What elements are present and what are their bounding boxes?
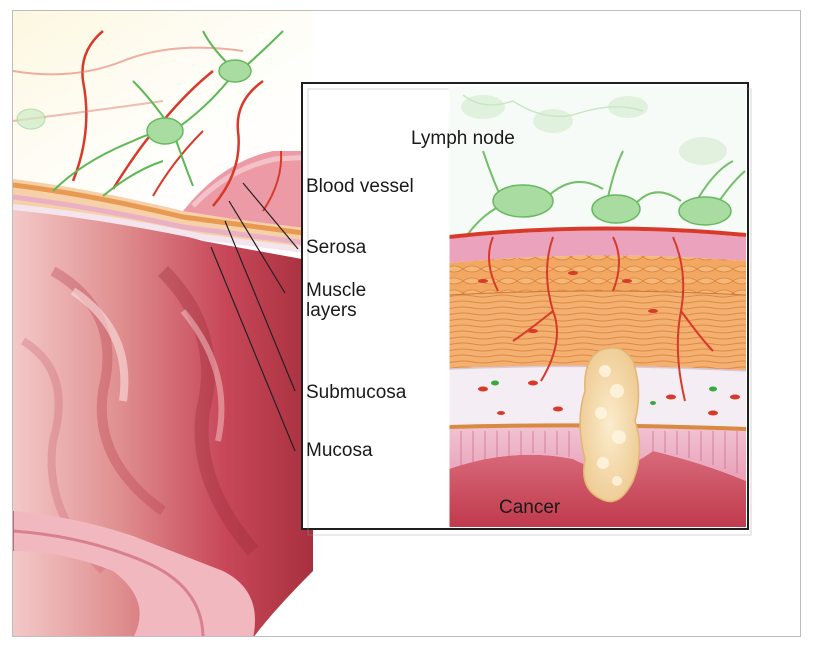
- label-mucosa-text: Mucosa: [306, 441, 373, 461]
- label-serosa-text: Serosa: [306, 238, 366, 258]
- label-blood-vessel: Blood vessel: [306, 177, 414, 197]
- label-cancer: Cancer: [499, 498, 560, 518]
- label-lymph-node: Lymph node: [411, 129, 515, 149]
- label-mucosa: Mucosa: [306, 441, 373, 461]
- colon-tube: [13, 151, 313, 637]
- label-muscle-line2: layers: [306, 301, 366, 321]
- label-muscle-layers: Muscle layers: [306, 281, 366, 321]
- label-lymph-node-text: Lymph node: [411, 129, 515, 149]
- label-cancer-text: Cancer: [499, 498, 560, 518]
- label-blood-vessel-text: Blood vessel: [306, 177, 414, 197]
- colon-wall-illustration: [13, 11, 801, 637]
- label-submucosa-text: Submucosa: [306, 383, 406, 403]
- figure-frame: Lymph node Blood vessel Serosa Muscle la…: [12, 10, 801, 637]
- label-muscle-line1: Muscle: [306, 281, 366, 301]
- label-serosa: Serosa: [306, 238, 366, 258]
- inset-cross-section: [302, 83, 751, 535]
- label-submucosa: Submucosa: [306, 383, 406, 403]
